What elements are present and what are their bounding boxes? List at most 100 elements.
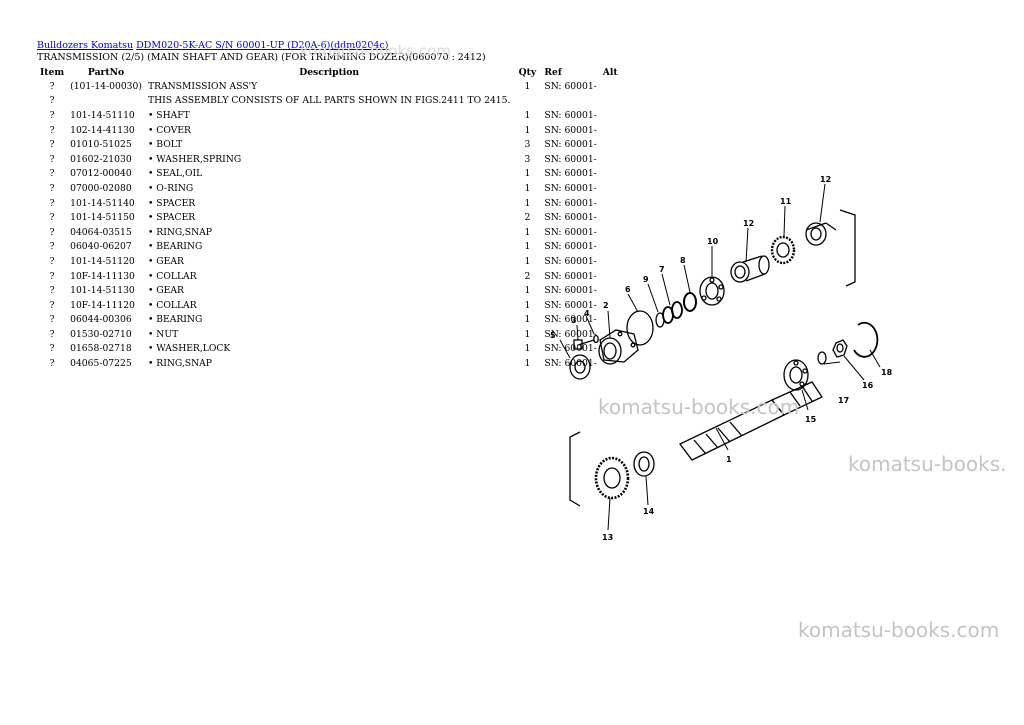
row-alt xyxy=(600,152,626,167)
part-collar-14 xyxy=(633,451,655,477)
row-qty: 1 xyxy=(524,343,531,355)
row-qty: 1 xyxy=(524,168,531,180)
row-qty: 1 xyxy=(524,109,531,121)
row-description: • NUT xyxy=(147,328,179,340)
row-item: ? xyxy=(49,153,55,165)
row-ref: SN: 60001- xyxy=(544,343,597,355)
row-alt xyxy=(600,137,626,152)
row-item: ? xyxy=(49,168,55,180)
row-qty: 3 xyxy=(524,153,531,165)
row-partno: 01658-02718 xyxy=(70,343,132,355)
breadcrumb-link-model[interactable]: DDM020-5K-AC S/N 60001-UP (D20A-6)(ddm02… xyxy=(136,40,389,51)
row-item: ? xyxy=(49,270,55,282)
watermark-bottom: komatsu-books.com xyxy=(798,618,1000,642)
row-item: ? xyxy=(49,139,55,151)
label-part-15: 15 xyxy=(805,415,817,424)
label-part-3: 3 xyxy=(571,316,577,325)
label-part-10: 10 xyxy=(707,237,719,246)
row-item: ? xyxy=(49,285,55,297)
label-part-9: 9 xyxy=(643,275,649,284)
row-partno: 06040-06207 xyxy=(70,241,132,253)
label-part-18: 18 xyxy=(881,368,893,377)
row-item: ? xyxy=(49,255,55,267)
part-lock-washer-17 xyxy=(817,351,827,365)
label-part-16: 16 xyxy=(862,381,874,390)
page-subtitle: TRANSMISSION (2/5) (MAIN SHAFT AND GEAR)… xyxy=(37,52,486,63)
part-bolt-3 xyxy=(573,339,595,350)
part-gear-13 xyxy=(594,456,630,500)
row-partno: 101-14-51110 xyxy=(70,109,135,121)
row-alt xyxy=(600,94,626,109)
row-partno: 101-14-51150 xyxy=(70,212,135,224)
row-alt xyxy=(600,108,626,123)
header-qty: Qty xyxy=(518,67,537,78)
row-qty: 2 xyxy=(524,270,531,282)
row-ref: SN: 60001- xyxy=(544,314,597,326)
row-qty: 1 xyxy=(524,299,531,311)
row-item: ? xyxy=(49,328,55,340)
header-item: Item xyxy=(40,67,65,78)
part-collar-12-lower xyxy=(730,255,770,283)
row-item: ? xyxy=(49,241,55,253)
breadcrumb: Bulldozers Komatsu DDM020-5K-AC S/N 6000… xyxy=(37,40,388,52)
row-partno: (101-14-00030) xyxy=(70,80,142,92)
row-partno: 04065-07225 xyxy=(70,358,132,370)
row-description: THIS ASSEMBLY CONSISTS OF ALL PARTS SHOW… xyxy=(147,95,511,107)
header-alt: Alt xyxy=(602,67,618,78)
row-item: ? xyxy=(49,226,55,238)
row-qty: 1 xyxy=(524,241,531,253)
row-ref: SN: 60001- xyxy=(544,168,597,180)
row-qty: 2 xyxy=(524,212,531,224)
label-part-2: 2 xyxy=(603,301,609,310)
row-ref: SN: 60001- xyxy=(544,212,597,224)
row-item: ? xyxy=(49,197,55,209)
row-ref: SN: 60001- xyxy=(544,197,597,209)
row-qty: 1 xyxy=(524,226,531,238)
row-description: • RING,SNAP xyxy=(147,226,212,238)
row-partno: 07012-00040 xyxy=(70,168,132,180)
label-part-7: 7 xyxy=(659,265,665,274)
part-bearing-10 xyxy=(699,276,725,306)
bracket-right xyxy=(839,209,856,287)
row-description: • BEARING xyxy=(147,314,203,326)
row-item: ? xyxy=(49,124,55,136)
label-part-6: 6 xyxy=(625,285,631,294)
row-description: • SPACER xyxy=(147,197,196,209)
row-partno: 01602-21030 xyxy=(70,153,132,165)
part-washer-4 xyxy=(593,334,599,344)
row-partno: 06044-00306 xyxy=(70,314,132,326)
row-partno: 101-14-51130 xyxy=(70,285,135,297)
row-description: • SPACER xyxy=(147,212,196,224)
row-description: • WASHER,LOCK xyxy=(147,343,231,355)
row-ref: SN: 60001- xyxy=(544,328,597,340)
label-part-12-upper: 12 xyxy=(820,175,831,184)
breadcrumb-link-category[interactable]: Bulldozers Komatsu xyxy=(37,40,134,51)
part-cover-2 xyxy=(598,329,639,365)
row-qty xyxy=(513,94,541,109)
label-part-11: 11 xyxy=(780,197,792,206)
row-description: • O-RING xyxy=(147,182,194,194)
label-part-12-lower: 12 xyxy=(743,219,754,228)
row-item: ? xyxy=(49,343,55,355)
label-part-4: 4 xyxy=(584,309,590,318)
row-partno: 01530-02710 xyxy=(70,328,132,340)
row-qty: 1 xyxy=(524,80,531,92)
row-partno: 10F-14-11130 xyxy=(70,270,135,282)
row-partno: 102-14-41130 xyxy=(70,124,135,136)
row-item: ? xyxy=(49,80,55,92)
row-partno xyxy=(67,94,145,109)
row-ref: SN: 60001- xyxy=(544,270,597,282)
row-description: • COLLAR xyxy=(147,299,197,311)
